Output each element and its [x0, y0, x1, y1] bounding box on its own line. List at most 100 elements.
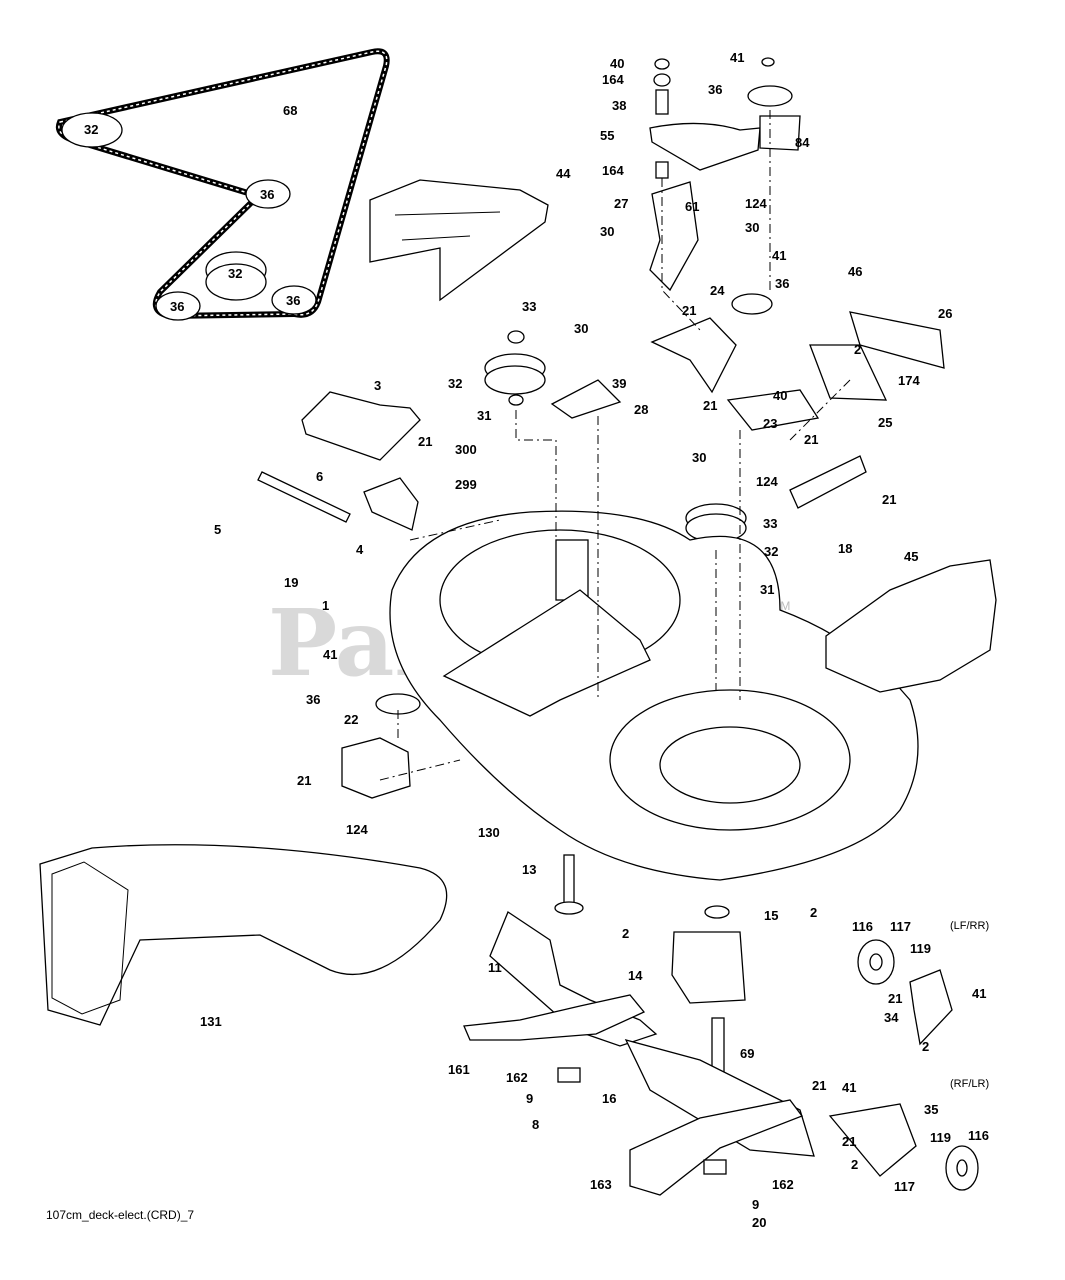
callout: 40 [610, 56, 624, 71]
spindles-and-blades [463, 854, 815, 1196]
callout: 41 [730, 50, 744, 65]
callout: 36 [306, 692, 320, 707]
callout: 33 [763, 516, 777, 531]
rod-6 [257, 471, 351, 523]
callout: 38 [612, 98, 626, 113]
mower-deck-housing [389, 510, 919, 881]
callout: 117 [894, 1179, 915, 1194]
callout: 124 [745, 196, 767, 211]
wheel-position-upper: (LF/RR) [950, 920, 989, 932]
callout: 162 [772, 1177, 794, 1192]
callout: 15 [764, 908, 778, 923]
bracket-3 [301, 391, 421, 461]
callout: 36 [170, 299, 184, 314]
callout: 21 [682, 303, 696, 318]
callout: 21 [812, 1078, 826, 1093]
callout: 35 [924, 1102, 938, 1117]
bracket-25 [789, 455, 867, 509]
callout: 130 [478, 825, 500, 840]
callout: 2 [810, 905, 817, 920]
belt-cover-left [369, 179, 549, 302]
callout: 21 [882, 492, 896, 507]
callout: 41 [772, 248, 786, 263]
callout: 299 [455, 477, 477, 492]
callout: 32 [764, 544, 778, 559]
tensioner-bracket-28 [550, 379, 622, 419]
callout: 116 [852, 919, 873, 934]
callout: 32 [448, 376, 462, 391]
callout: 36 [775, 276, 789, 291]
callout: 14 [628, 968, 643, 983]
callout: 25 [878, 415, 892, 430]
callout: 30 [574, 321, 588, 336]
callout: 2 [622, 926, 629, 941]
bracket-26 [849, 311, 945, 369]
callout: 36 [260, 187, 274, 202]
callout: 27 [614, 196, 628, 211]
wheel-position-lower: (RF/LR) [950, 1078, 989, 1090]
callout: 39 [612, 376, 626, 391]
alignment-lines [379, 110, 851, 781]
callout: 68 [283, 103, 297, 118]
callout: 46 [848, 264, 862, 279]
callout: 69 [740, 1046, 754, 1061]
bracket-22 [341, 737, 411, 799]
callout: 21 [703, 398, 717, 413]
callout: 11 [488, 960, 502, 975]
callout-labels: 68 32 36 32 36 36 44 40 164 38 55 164 41… [84, 50, 989, 1230]
belt-pulleys [61, 112, 317, 321]
callout: 55 [600, 128, 614, 143]
anti-scalp-wheels [828, 939, 979, 1191]
callout: 124 [346, 822, 368, 837]
idler-arm-assembly [649, 57, 801, 394]
callout: 3 [374, 378, 381, 393]
callout: 30 [745, 220, 759, 235]
callout: 9 [752, 1197, 759, 1212]
callout: 34 [884, 1010, 899, 1025]
bracket-4 [363, 477, 419, 531]
callout: 41 [972, 986, 986, 1001]
discharge-chute [39, 844, 448, 1026]
belt-cover-right [825, 559, 997, 693]
callout: 18 [838, 541, 852, 556]
callout: 32 [84, 122, 98, 137]
diagram-reference-code: 107cm_deck-elect.(CRD)_7 [46, 1208, 194, 1222]
callout: 21 [297, 773, 311, 788]
callout: 164 [602, 72, 624, 87]
callout: 36 [286, 293, 300, 308]
callout: 1 [322, 598, 329, 613]
callout: 131 [200, 1014, 222, 1029]
callout: 164 [602, 163, 624, 178]
callout: 6 [316, 469, 323, 484]
callout: 61 [685, 199, 699, 214]
callout: 21 [888, 991, 902, 1006]
callout: 2 [922, 1039, 929, 1054]
callout: 30 [692, 450, 706, 465]
callout: 21 [418, 434, 432, 449]
callout: 21 [804, 432, 818, 447]
callout: 19 [284, 575, 298, 590]
callout: 8 [532, 1117, 539, 1132]
callout: 36 [708, 82, 722, 97]
callout: 23 [763, 416, 777, 431]
callout: 300 [455, 442, 477, 457]
callout: 31 [760, 582, 774, 597]
callout: 84 [795, 135, 810, 150]
callout: 119 [910, 941, 931, 956]
callout: 13 [522, 862, 536, 877]
callout: 45 [904, 549, 918, 564]
callout: 117 [890, 919, 911, 934]
callout: 21 [842, 1134, 856, 1149]
callout: 31 [477, 408, 491, 423]
callout: 161 [448, 1062, 470, 1077]
callout: 174 [898, 373, 920, 388]
callout: 28 [634, 402, 648, 417]
callout: 20 [752, 1215, 766, 1230]
callout: 16 [602, 1091, 616, 1106]
callout: 162 [506, 1070, 528, 1085]
callout: 2 [851, 1157, 858, 1172]
callout: 32 [228, 266, 242, 281]
callout: 41 [323, 647, 337, 662]
callout: 5 [214, 522, 221, 537]
